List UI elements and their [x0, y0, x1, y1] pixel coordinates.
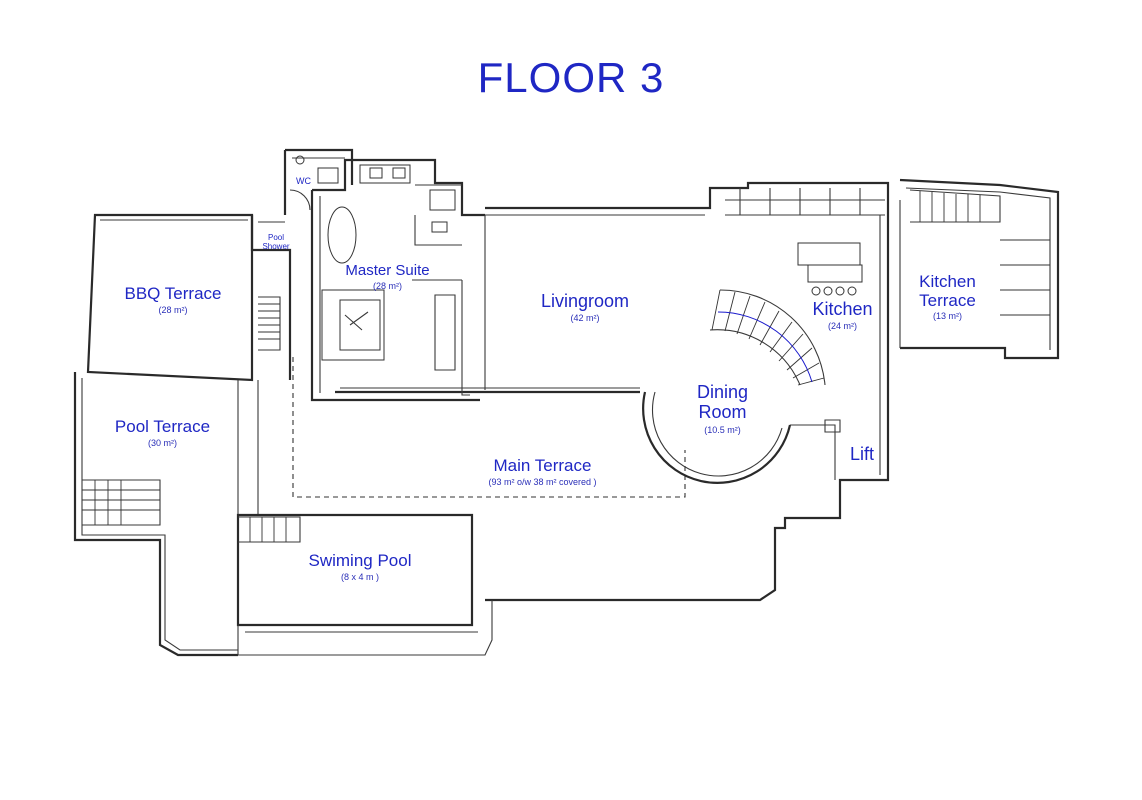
- pool-stairs: [238, 516, 301, 543]
- bbq-stairs: [258, 296, 281, 351]
- room-kitchen: Kitchen (24 m²): [812, 299, 873, 331]
- kitchen-fixtures: [725, 188, 885, 296]
- room-lift: Lift: [849, 444, 874, 464]
- dining-room-curve: [642, 391, 841, 484]
- spiral-staircase: [709, 289, 826, 386]
- room-pool-terrace: Pool Terrace (30 m²): [114, 417, 211, 448]
- covered-area-outline: [292, 357, 686, 498]
- kitchen-terrace-stairs: [909, 189, 1050, 316]
- room-master-suite: Master Suite (28 m²): [345, 262, 430, 291]
- room-swimming-pool: Swiming Pool (8 x 4 m ): [308, 551, 412, 582]
- outer-walls: [73, 148, 1060, 657]
- room-livingroom: Livingroom (42 m²): [540, 291, 630, 323]
- room-dining-room: Dining Room (10.5 m²): [696, 381, 749, 436]
- pool-terrace-stairs: [82, 479, 161, 526]
- room-pool-shower: Pool Shower: [262, 233, 290, 251]
- bed: [321, 289, 385, 361]
- room-main-terrace: Main Terrace (93 m² o/w 38 m² covered ): [488, 456, 597, 487]
- bath-fixtures: [289, 155, 456, 264]
- room-bbq-terrace: BBQ Terrace (28 m²): [124, 284, 222, 315]
- room-kitchen-terrace: Kitchen Terrace (13 m²): [919, 271, 976, 322]
- floor-title: FLOOR 3: [477, 54, 665, 101]
- room-wc: WC: [296, 176, 311, 186]
